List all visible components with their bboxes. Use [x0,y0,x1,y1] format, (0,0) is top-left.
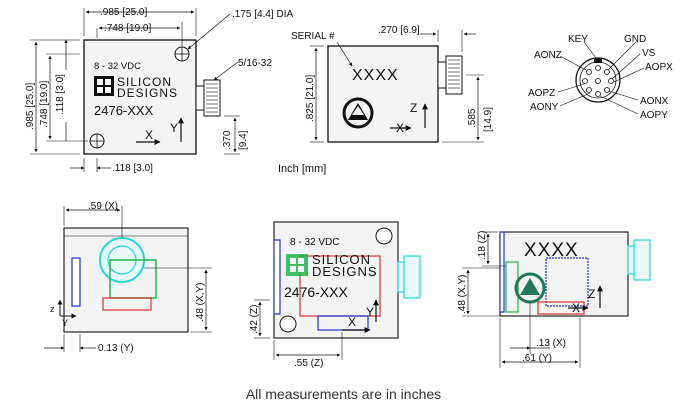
brand-line-2: DESIGNS [117,86,178,100]
model-label: 2476-XXX [284,284,348,300]
dim-top: .270 [6.9] [378,25,420,36]
pcb-blue [499,231,505,313]
dim-left-outer: .985 [25.0] [25,83,36,130]
connector-pinout: KEY GND AONZ VS AOPX AOPZ AONX AONY AOPY [528,34,673,121]
dim-connector-h1: .370 [222,130,233,150]
top-left-view: 8 - 32 VDC SILICON DESIGNS 2476-XXX X Y … [25,7,293,174]
dim-left-inner: .748 [19.0] [39,81,50,128]
top-middle-view: SERIAL # XXXX X Z .270 [6.9] [291,25,494,143]
axis-y-label: Y [170,121,178,135]
dim-top-outer: .985 [25.0] [100,7,147,18]
brand-line-2: DESIGNS [312,264,378,279]
serial-value: XXXX [524,240,579,261]
pcb-blue [273,239,281,315]
dim-left: .42 (Z) [249,305,260,334]
esd-symbol-icon [342,97,374,129]
pin-label-aopy: AOPY [640,110,668,121]
pcb-red [102,297,152,311]
axis-x-label: X [396,121,404,135]
unit-label: Inch [mm] [278,163,326,175]
voltage-label: 8 - 32 VDC [290,237,339,248]
side-connector [627,239,651,281]
pin-label-aopx: AOPX [645,62,673,73]
dim-top-inner: .748 [19.0] [104,23,151,34]
caption: All measurements are in inches [245,386,442,402]
side-connector [437,55,463,95]
connector-key [594,58,602,63]
pin-label-key: KEY [568,34,588,45]
mount-hole-top-right [174,46,190,62]
side-connector [397,255,421,299]
logo-green [286,254,308,276]
axis-x-label: X [145,128,153,142]
silicon-designs-logo [94,76,114,96]
dim-top: .59 (X) [88,201,118,212]
pcb-green [505,261,519,313]
dim-left-small: .118 [3.0] [55,74,66,115]
pin-label-gnd: GND [624,34,646,45]
axis-y-label: Y [366,305,374,319]
pin-label-aonz: AONZ [534,50,562,61]
brand-line-1: SILICON [117,75,172,89]
axis-z-label: Z [588,287,595,301]
dim-bottom-small: .118 [3.0] [112,163,153,174]
axis-y-label: Y [62,318,68,328]
dim-top: .18 (Z) [477,231,488,260]
axis-z-label: Z [410,101,417,115]
dim-connector-h2: [9.4] [238,130,249,150]
bottom-middle-body [273,221,399,339]
model-label: 2476-XXX [94,103,154,118]
pin-label-aony: AONY [530,102,559,113]
dim-bottom-2: .61 (Y) [522,353,552,364]
bottom-right-view: XXXX X Z .18 (Z) .48 (X,Y) .13 (X) .61 (… [457,231,651,368]
brand-line-1: SILICON [312,252,371,267]
serial-value: XXXX [352,67,399,84]
dim-bottom: .55 (Z) [294,358,323,369]
side-connector [195,79,221,117]
pin-label-aopz: AOPZ [528,88,555,99]
voltage-label: 8 - 32 VDC [94,61,141,72]
serial-label: SERIAL # [291,31,335,42]
mount-hole-bottom-left [89,133,105,149]
axis-x-label: X [572,301,580,315]
axis-z-label: z [50,304,55,314]
dim-hole: .175 [4.4] DIA [232,9,293,20]
axis-x-label: X [348,315,356,329]
dim-right-2: [14.9] [483,107,494,132]
top-middle-body [327,45,439,143]
dim-thread: 5/16-32 [238,58,272,69]
dim-right: .48 (X,Y) [195,283,206,322]
pin-label-vs: VS [642,48,656,59]
dim-bottom-1: .13 (X) [536,338,566,349]
dim-right-1: .585 [467,108,478,128]
pcb-blue [71,257,81,307]
dim-left: .48 (X,Y) [457,275,468,314]
pcb-chip [545,257,589,307]
bottom-left-view: z Y .59 (X) .48 (X,Y) 0.13 (Y) [44,201,212,354]
dim-left: .825 [21.0] [305,75,316,122]
pin-label-aonx: AONX [640,96,669,107]
dim-bottom: 0.13 (Y) [98,343,134,354]
bottom-middle-view: 8 - 32 VDC SILICON DESIGNS 2476-XXX X Y … [249,221,421,369]
